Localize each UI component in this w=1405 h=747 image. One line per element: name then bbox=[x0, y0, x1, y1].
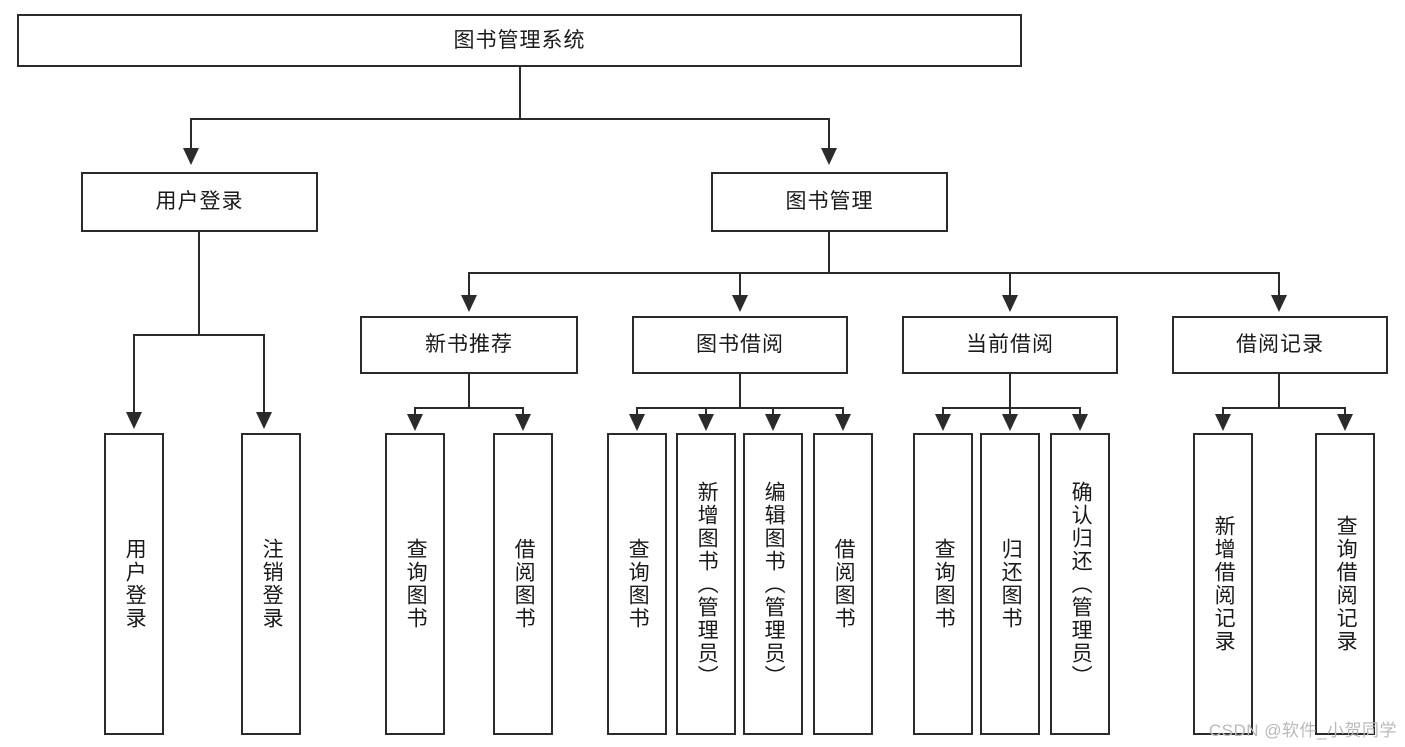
node-label: 编辑图书（管理员） bbox=[762, 480, 786, 688]
leaf-bb-query-book[interactable]: 查询图书 bbox=[607, 433, 667, 735]
connector-root-to-user-login bbox=[190, 118, 192, 151]
node-label: 归还图书 bbox=[999, 538, 1023, 630]
connector-borrow-record-bar bbox=[1222, 407, 1346, 409]
connector-root-stem bbox=[519, 67, 521, 119]
leaf-nb-borrow-book[interactable]: 借阅图书 bbox=[493, 433, 553, 735]
node-label: 新增借阅记录 bbox=[1212, 515, 1236, 653]
leaf-logout[interactable]: 注销登录 bbox=[241, 433, 301, 735]
leaf-cb-query-book[interactable]: 查询图书 bbox=[913, 433, 973, 735]
connector-book-borrow-stem bbox=[739, 374, 741, 408]
connector-user-login-leaf2 bbox=[263, 334, 265, 414]
connector-bm-to-new-book bbox=[468, 272, 470, 297]
node-label: 当前借阅 bbox=[966, 333, 1054, 357]
node-book-management-system[interactable]: 图书管理系统 bbox=[17, 14, 1022, 67]
node-label: 借阅记录 bbox=[1236, 333, 1324, 357]
connector-user-login-bar bbox=[133, 334, 265, 336]
node-book-borrow[interactable]: 图书借阅 bbox=[632, 316, 848, 374]
connector-bm-to-book-borrow bbox=[739, 272, 741, 297]
leaf-cb-confirm-return-admin[interactable]: 确认归还（管理员） bbox=[1050, 433, 1110, 735]
arrowhead-leaf-logout bbox=[256, 412, 272, 429]
arrowhead-bb-leaf1 bbox=[629, 414, 645, 431]
connector-root-to-book-management bbox=[828, 118, 830, 151]
connector-new-book-stem bbox=[468, 374, 470, 408]
arrowhead-leaf-user-login bbox=[126, 412, 142, 429]
node-label: 查询借阅记录 bbox=[1334, 515, 1358, 653]
arrowhead-br-leaf1 bbox=[1215, 414, 1231, 431]
node-label: 确认归还（管理员） bbox=[1069, 480, 1093, 688]
connector-root-bar bbox=[190, 118, 830, 120]
connector-current-borrow-stem bbox=[1009, 374, 1011, 408]
node-label: 查询图书 bbox=[932, 538, 956, 630]
node-user-login[interactable]: 用户登录 bbox=[81, 172, 318, 232]
node-label: 新书推荐 bbox=[425, 333, 513, 357]
node-label: 图书管理系统 bbox=[453, 28, 586, 52]
connector-book-management-stem bbox=[828, 232, 830, 274]
node-label: 用户登录 bbox=[123, 538, 147, 630]
connector-book-management-bar bbox=[468, 272, 1280, 274]
node-borrow-record[interactable]: 借阅记录 bbox=[1172, 316, 1388, 374]
arrowhead-borrow-record bbox=[1271, 295, 1287, 312]
connector-bm-to-current-borrow bbox=[1009, 272, 1011, 297]
arrowhead-bb-leaf2 bbox=[698, 414, 714, 431]
leaf-bb-borrow-book[interactable]: 借阅图书 bbox=[813, 433, 873, 735]
node-label: 新增图书（管理员） bbox=[695, 480, 719, 688]
leaf-br-add-record[interactable]: 新增借阅记录 bbox=[1193, 433, 1253, 735]
connector-current-borrow-bar bbox=[942, 407, 1081, 409]
leaf-nb-query-book[interactable]: 查询图书 bbox=[385, 433, 445, 735]
node-label: 注销登录 bbox=[260, 538, 284, 630]
arrowhead-nb-leaf2 bbox=[515, 414, 531, 431]
arrowhead-cb-leaf2 bbox=[1002, 414, 1018, 431]
node-label: 借阅图书 bbox=[512, 538, 536, 630]
connector-bm-to-borrow-record bbox=[1278, 272, 1280, 297]
leaf-br-query-record[interactable]: 查询借阅记录 bbox=[1315, 433, 1375, 735]
arrowhead-book-borrow bbox=[732, 295, 748, 312]
node-label: 查询图书 bbox=[626, 538, 650, 630]
connector-borrow-record-stem bbox=[1278, 374, 1280, 408]
arrowhead-br-leaf2 bbox=[1337, 414, 1353, 431]
node-label: 用户登录 bbox=[155, 190, 244, 214]
leaf-cb-return-book[interactable]: 归还图书 bbox=[980, 433, 1040, 735]
arrowhead-cb-leaf1 bbox=[935, 414, 951, 431]
connector-user-login-leaf1 bbox=[133, 334, 135, 414]
node-new-book-recommend[interactable]: 新书推荐 bbox=[360, 316, 578, 374]
node-current-borrow[interactable]: 当前借阅 bbox=[902, 316, 1118, 374]
arrowhead-nb-leaf1 bbox=[407, 414, 423, 431]
arrowhead-cb-leaf3 bbox=[1072, 414, 1088, 431]
connector-new-book-bar bbox=[414, 407, 524, 409]
node-book-management[interactable]: 图书管理 bbox=[711, 172, 948, 232]
arrowhead-bb-leaf3 bbox=[765, 414, 781, 431]
node-label: 图书借阅 bbox=[696, 333, 784, 357]
node-label: 图书管理 bbox=[785, 190, 874, 214]
node-label: 查询图书 bbox=[404, 538, 428, 630]
arrowhead-user-login bbox=[183, 148, 199, 165]
arrowhead-current-borrow bbox=[1002, 295, 1018, 312]
leaf-user-login[interactable]: 用户登录 bbox=[104, 433, 164, 735]
arrowhead-book-management bbox=[821, 148, 837, 165]
arrowhead-bb-leaf4 bbox=[835, 414, 851, 431]
connector-book-borrow-bar bbox=[636, 407, 844, 409]
node-label: 借阅图书 bbox=[832, 538, 856, 630]
leaf-bb-add-book-admin[interactable]: 新增图书（管理员） bbox=[676, 433, 736, 735]
arrowhead-new-book-recommend bbox=[461, 295, 477, 312]
connector-user-login-stem bbox=[198, 232, 200, 335]
leaf-bb-edit-book-admin[interactable]: 编辑图书（管理员） bbox=[743, 433, 803, 735]
